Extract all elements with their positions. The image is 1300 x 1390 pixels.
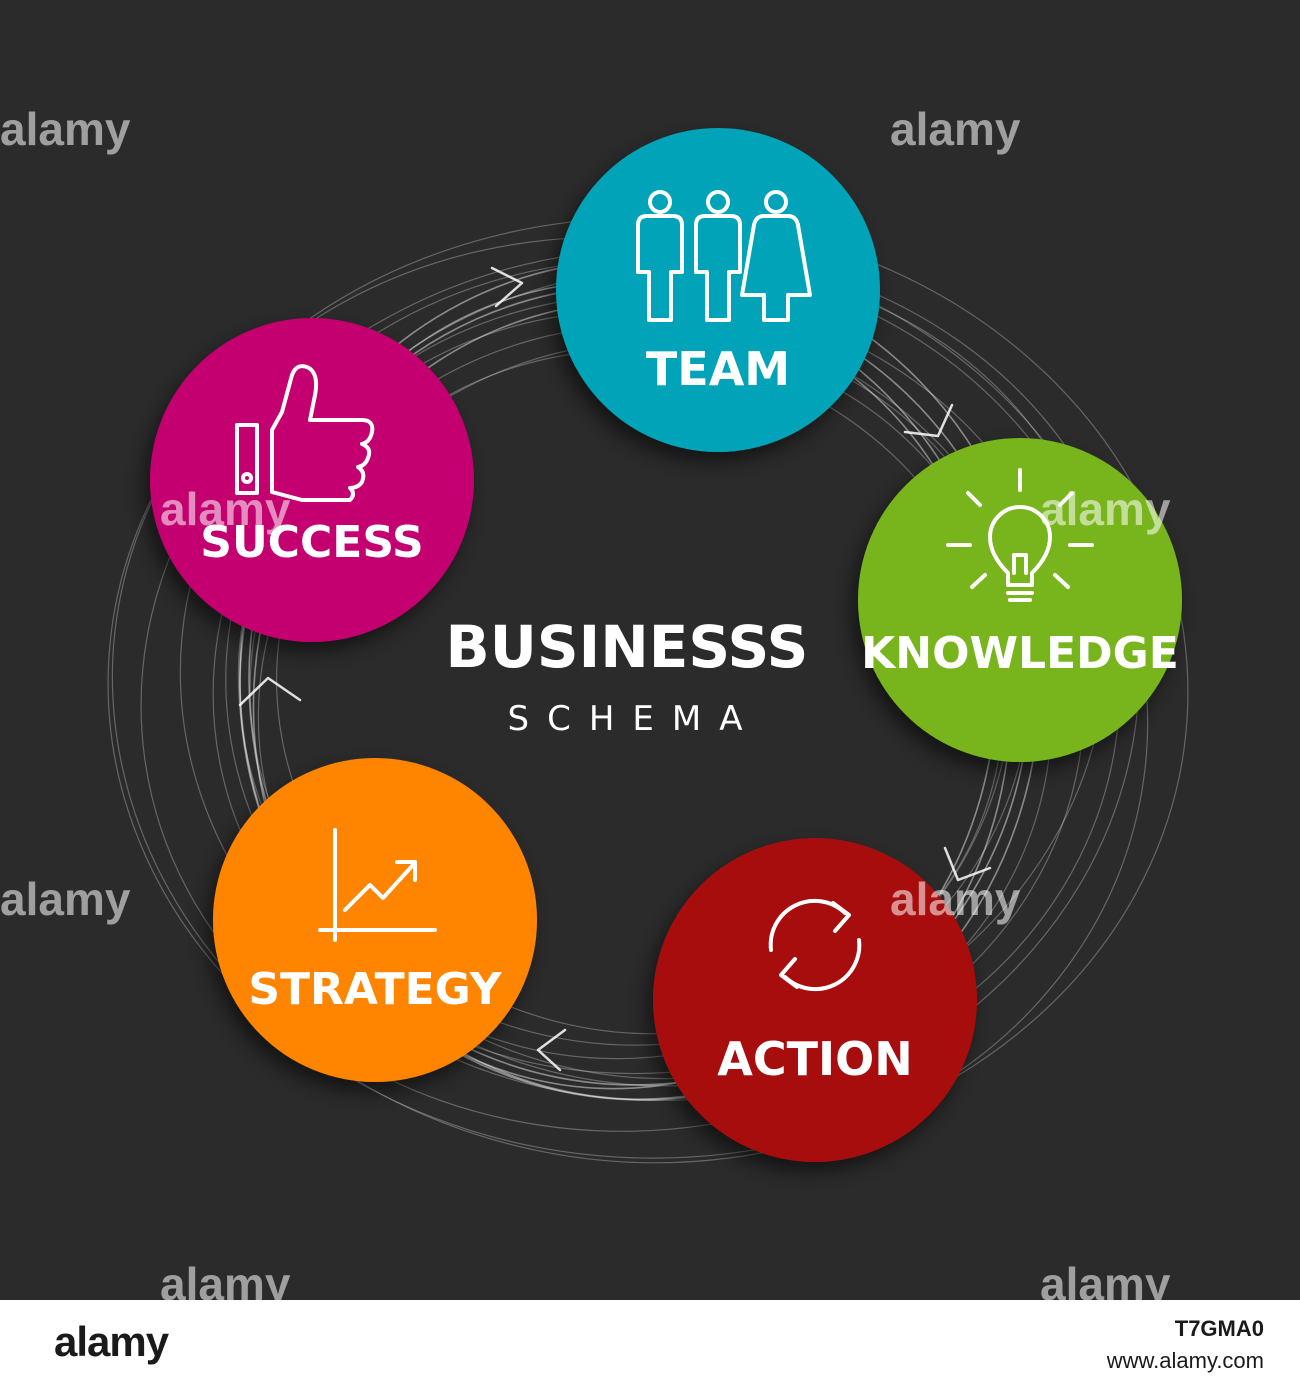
people-icon [636, 190, 812, 322]
footer-logo: alamy [54, 1318, 169, 1365]
business-schema-diagram: TEAM KNOWLEDGE ACTION STRATEGY SUCCESS BUSIN… [0, 103, 1189, 1300]
watermark-text: alamy [0, 873, 131, 925]
footer-info: T7GMA0 www.alamy.com [1107, 1316, 1264, 1374]
diagram-subtitle: SCHEMA [508, 699, 761, 739]
footer-url: www.alamy.com [1106, 1348, 1264, 1373]
node-circle [556, 128, 880, 452]
arrow-success-to-team [490, 266, 524, 308]
node-label: KNOWLEDGE [861, 628, 1179, 679]
node-label: STRATEGY [248, 964, 502, 1015]
arrow-strategy-to-success [238, 676, 302, 707]
node-action: ACTION [653, 838, 977, 1162]
refresh-icon [768, 898, 862, 992]
node-label: SUCCESS [200, 517, 423, 568]
arrow-knowledge-to-action [943, 846, 992, 882]
footer-bar: alamy T7GMA0 www.alamy.com [0, 1300, 1300, 1390]
image-id: T7GMA0 [1174, 1316, 1264, 1341]
lightbulb-icon [946, 468, 1094, 602]
node-label: TEAM [646, 342, 790, 396]
watermark-text: alamy [160, 483, 291, 535]
growth-chart-icon [318, 828, 437, 942]
node-label: ACTION [717, 1032, 912, 1086]
watermark-text: alamy [1040, 1258, 1171, 1300]
arrow-team-to-knowledge [903, 403, 954, 438]
node-team: TEAM [556, 128, 880, 452]
watermark-text: alamy [890, 873, 1021, 925]
diagram-title: BUSINESSS [446, 613, 809, 681]
node-circle [653, 838, 977, 1162]
watermark-text: alamy [160, 1258, 291, 1300]
node-knowledge: KNOWLEDGE [858, 438, 1182, 762]
flow-arrows [238, 266, 992, 1072]
thumbs-up-icon [235, 364, 375, 502]
arrow-action-to-strategy [536, 1028, 567, 1072]
watermark-text: alamy [0, 103, 131, 155]
node-success: SUCCESS [150, 318, 474, 642]
watermark-layer: alamy alamy alamy alamy alamy alamy alamy alamy [0, 103, 1171, 1300]
watermark-text: alamy [1040, 483, 1171, 535]
node-circle [150, 318, 474, 642]
watermark-text: alamy [890, 103, 1021, 155]
node-circle [213, 758, 537, 1082]
node-strategy: STRATEGY [213, 758, 537, 1082]
